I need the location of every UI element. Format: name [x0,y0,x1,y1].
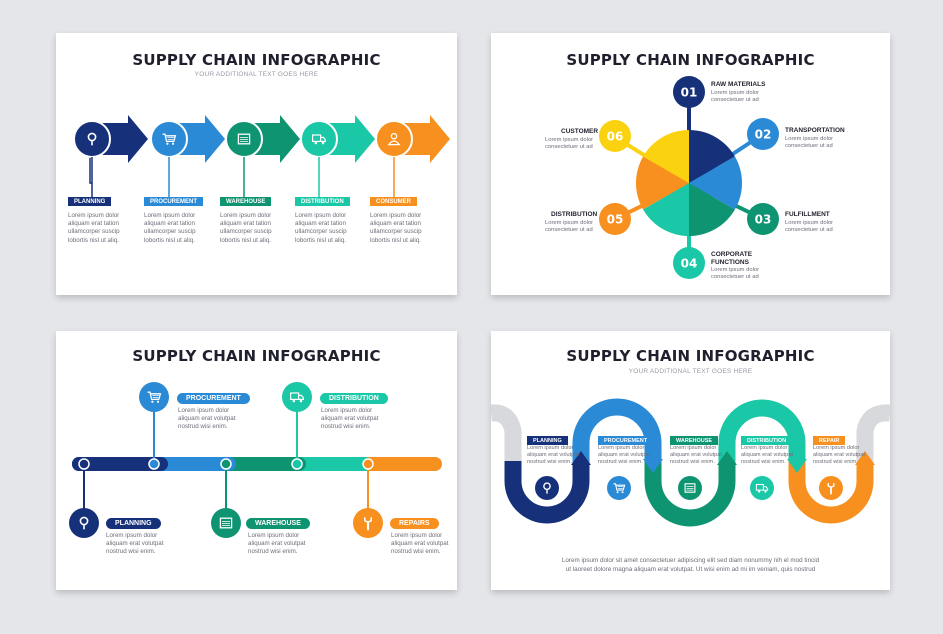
step-label-procurement: PROCUREMENT [144,197,204,206]
timeline-node-distribution [282,382,312,412]
flow-step-consumer [375,115,450,197]
panel-title: SUPPLY CHAIN INFOGRAPHIC [132,51,381,69]
svg-text:05: 05 [607,213,624,227]
item-label-repairs: REPAIRS [390,518,439,529]
radial-node-04: 04 [673,247,705,279]
item-label-warehouse: WAREHOUSE [246,518,310,529]
step-label-planning: PLANNING [68,197,112,206]
item-label-customer: CUSTOMER [561,128,599,135]
panel-title: SUPPLY CHAIN INFOGRAPHIC [132,347,381,365]
wave-node-procurement [607,476,631,500]
timeline-node-repairs [353,508,383,538]
item-text-corporate-functions: Lorem ipsum dolor consectetuer ut ad [711,267,760,280]
flow-step-planning [73,115,148,197]
wave-path [491,398,890,527]
timeline-node-planning [69,508,99,538]
timeline-bar [72,457,442,471]
timeline-node-procurement [139,382,169,412]
panel-title: SUPPLY CHAIN INFOGRAPHIC [566,51,815,69]
item-label-distribution: DISTRIBUTION [551,211,598,218]
radial-node-05: 05 [599,203,631,235]
item-text-planning: Lorem ipsum dolor aliquam erat volutpat … [106,532,164,556]
timeline-node-warehouse [211,508,241,538]
step-label-procurement: PROCUREMENT [598,436,654,445]
step-label-warehouse: WAREHOUSE [220,197,272,206]
panel-footer-text: Lorem ipsum dolor sit amet consectetuer … [561,557,820,573]
item-label-raw-materials: RAW MATERIALS [711,81,766,88]
item-label-corporate-functions: CORPORATE FUNCTIONS [711,251,753,266]
item-label-procurement: PROCUREMENT [177,393,250,404]
item-text-transportation: Lorem ipsum dolor consectetuer ut ad [785,136,834,149]
item-text-distribution: Lorem ipsum dolor aliquam erat volutpat … [321,407,379,431]
step-text-repair: Lorem ipsum dolor aliquam erat volutpat … [813,445,865,465]
panel-radial-cycle: SUPPLY CHAIN INFOGRAPHIC 01 02 03 04 05 … [491,33,890,295]
svg-text:02: 02 [755,128,772,142]
svg-text:06: 06 [607,130,624,144]
radial-node-02: 02 [747,118,779,150]
step-label-repair: REPAIR [813,436,846,445]
step-label-planning: PLANNING [527,436,568,445]
timeline-diagram [69,382,442,538]
step-text-warehouse: Lorem ipsum dolor aliquam erat tation ul… [220,212,272,244]
item-text-distribution: Lorem ipsum dolor consectetuer ut ad [545,220,594,233]
step-text-distribution: Lorem ipsum dolor aliquam erat tation ul… [295,212,347,244]
item-label-distribution: DISTRIBUTION [320,393,388,404]
panel-title: SUPPLY CHAIN INFOGRAPHIC [566,347,815,365]
flow-step-distribution [300,115,375,197]
flow-step-procurement [150,115,225,197]
panel-subtitle: YOUR ADDITIONAL TEXT GOES HERE [194,71,319,78]
item-text-customer: Lorem ipsum dolor consectetuer ut ad [545,137,594,150]
radial-node-01: 01 [673,76,705,108]
wave-node-planning [535,476,559,500]
panel-timeline: SUPPLY CHAIN INFOGRAPHIC PROCUREMENT Lor… [56,331,457,590]
radial-node-03: 03 [747,203,779,235]
arrow-flow-diagram [73,115,450,197]
step-label-warehouse: WAREHOUSE [670,436,719,445]
step-label-distribution: DISTRIBUTION [741,436,793,445]
item-text-repairs: Lorem ipsum dolor aliquam erat volutpat … [391,532,449,556]
wave-node-distribution [750,476,774,500]
wave-node-repair [819,476,843,500]
step-text-planning: Lorem ipsum dolor aliquam erat tation ul… [68,212,120,244]
radial-pie-diagram: 01 02 03 04 05 06 [599,76,779,279]
step-label-distribution: DISTRIBUTION [295,197,350,206]
radial-node-06: 06 [599,120,631,152]
step-text-procurement: Lorem ipsum dolor aliquam erat tation ul… [144,212,196,244]
step-label-consumer: CONSUMER [370,197,418,206]
step-text-planning: Lorem ipsum dolor aliquam erat volutpat … [527,445,579,465]
step-text-procurement: Lorem ipsum dolor aliquam erat volutpat … [598,445,650,465]
panel-wave-path: SUPPLY CHAIN INFOGRAPHIC YOUR ADDITIONAL… [491,331,890,590]
wave-path-diagram [491,398,890,527]
item-label-fulfillment: FULFILLMENT [785,211,830,218]
step-text-warehouse: Lorem ipsum dolor aliquam erat volutpat … [670,445,722,465]
radial-pie [635,130,743,236]
panel-linear-arrows: SUPPLY CHAIN INFOGRAPHIC YOUR ADDITIONAL… [56,33,457,295]
item-label-transportation: TRANSPORTATION [785,127,845,134]
svg-text:04: 04 [681,257,698,271]
panel-subtitle: YOUR ADDITIONAL TEXT GOES HERE [628,368,753,375]
step-text-distribution: Lorem ipsum dolor aliquam erat volutpat … [741,445,793,465]
item-text-fulfillment: Lorem ipsum dolor consectetuer ut ad [785,220,834,233]
flow-step-warehouse [225,115,300,197]
item-text-warehouse: Lorem ipsum dolor aliquam erat volutpat … [248,532,306,556]
item-label-planning: PLANNING [106,518,161,529]
svg-text:01: 01 [681,86,698,100]
wave-node-warehouse [678,476,702,500]
item-text-raw-materials: Lorem ipsum dolor consectetuer ut ad [711,90,760,103]
step-text-consumer: Lorem ipsum dolor aliquam erat tation ul… [370,212,422,244]
item-text-procurement: Lorem ipsum dolor aliquam erat volutpat … [178,407,236,431]
svg-text:03: 03 [755,213,772,227]
